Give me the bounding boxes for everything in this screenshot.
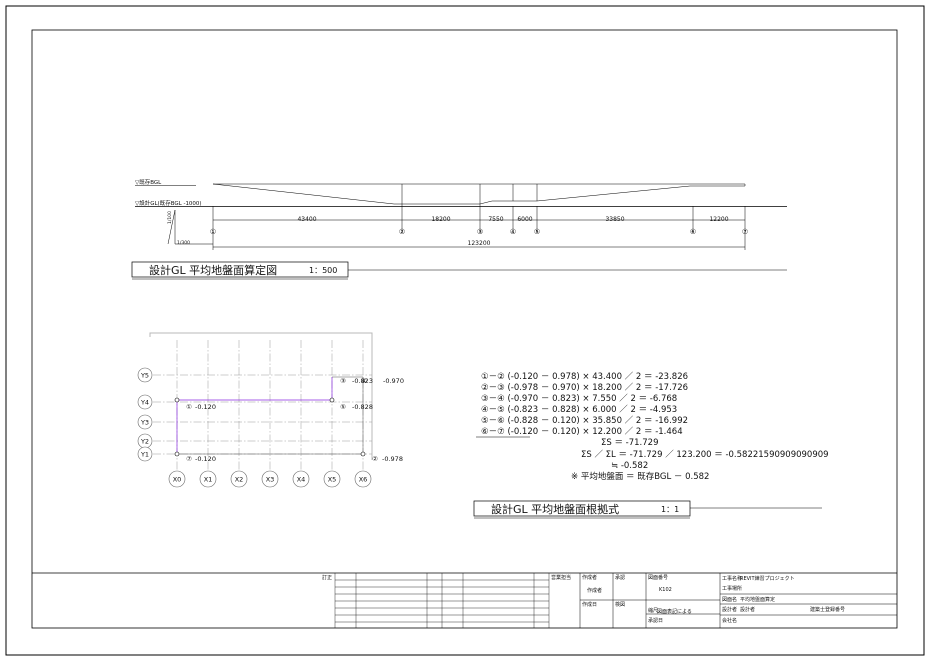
dim-6: 12200	[709, 216, 728, 223]
business-label: 営業担当	[551, 574, 571, 581]
formula-line-4: ④－⑤ (-0.823 － 0.828) × 6.000 ／ 2 ＝ -4.95…	[481, 405, 677, 415]
dim-4: 6000	[517, 216, 532, 223]
plan-point-5: ⑤	[340, 403, 346, 411]
col-x1: X1	[204, 476, 213, 484]
drawing-no-header: 図面番号	[648, 574, 668, 581]
dim-5: 33850	[605, 216, 624, 223]
section-point-5: ⑤	[534, 228, 540, 236]
title1-name: 設計GL 平均地盤面算定図	[149, 263, 277, 277]
dim-total: 123200	[468, 240, 491, 247]
level-p3: -0.823	[352, 377, 373, 385]
dim-2: 18200	[431, 216, 450, 223]
row-y1: Y1	[140, 451, 149, 459]
level-p1: -0.120	[195, 403, 216, 411]
section-point-1: ①	[210, 228, 216, 236]
formula-line-1: ①－② (-0.120 － 0.978) × 43.400 ／ 2 ＝ -23.…	[481, 372, 688, 382]
col-x4: X4	[297, 476, 306, 484]
col-x2: X2	[235, 476, 244, 484]
plan-point-2: ②	[372, 455, 378, 463]
drawing-name-value: 平均地盤面算定	[740, 596, 775, 603]
approval-label: 承認	[615, 574, 625, 581]
designer-value: 設計者	[740, 606, 755, 613]
level-p5: -0.828	[352, 403, 373, 411]
company-label: 会社名	[722, 617, 737, 624]
existing-bgl-label: ▽既存BGL	[135, 178, 162, 186]
project-value: REVIT練習プロジェクト	[740, 575, 795, 582]
plan-point-4: ④	[361, 377, 367, 385]
date-header: 作成日	[582, 601, 597, 608]
scale-value: 図面表記による	[657, 608, 692, 615]
drawing-name-header: 図面名	[722, 596, 737, 603]
row-y4: Y4	[140, 399, 149, 407]
plan-point-3: ③	[340, 377, 346, 385]
inner-border	[31, 29, 898, 629]
title-section-diagram: 設計GL 平均地盤面算定図 1：500	[131, 261, 787, 280]
title-formula: 設計GL 平均地盤面根拠式 1：1	[473, 500, 822, 519]
creator-header: 作成者	[582, 574, 597, 581]
row-y2: Y2	[140, 438, 149, 446]
approve-date-label: 承認日	[648, 617, 663, 624]
formula-line-6: ⑥－⑦ (-0.120 － 0.120) × 12.200 ／ 2 ＝ -1.4…	[481, 427, 683, 437]
level-p7: -0.120	[195, 455, 216, 463]
ratio-line: ΣS ／ ΣL ＝ -71.729 ／ 123.200 ＝ -0.5822159…	[581, 450, 829, 460]
level-p4: -0.970	[383, 377, 404, 385]
formula-line-2: ②－③ (-0.978 － 0.970) × 18.200 ／ 2 ＝ -17.…	[481, 383, 688, 393]
ground-section: ▽既存BGL ▽設計GL(既存BGL -1000) 1/100 1/300	[135, 178, 787, 250]
slope-h-label: 1/300	[177, 240, 190, 246]
project-header: 工事名称	[722, 575, 742, 582]
section-point-2: ②	[399, 228, 405, 236]
section-point-4: ④	[510, 228, 516, 236]
outer-border	[5, 5, 925, 656]
col-x6: X6	[359, 476, 368, 484]
slope-v-label: 1/100	[167, 211, 173, 224]
section-point-7: ⑦	[742, 228, 748, 236]
title-block: 訂正 営業担当 作成者 作成者 承認 図面番号 K102 作成日 検図 縮尺 図…	[32, 572, 897, 628]
title2-scale: 1：1	[661, 505, 679, 514]
registration-label: 建築士登録番号	[810, 606, 845, 613]
scale-header: 縮尺	[648, 607, 658, 614]
row-y5: Y5	[140, 372, 149, 380]
formula-block: ①－② (-0.120 － 0.978) × 43.400 ／ 2 ＝ -23.…	[476, 372, 829, 482]
plan-point-1: ①	[186, 403, 192, 411]
dim-1: 43400	[297, 216, 316, 223]
formula-line-5: ⑤－⑥ (-0.828 － 0.120) × 35.850 ／ 2 ＝ -16.…	[481, 416, 688, 426]
plan-diagram: Y5 Y4 Y3 Y2 Y1 X0 X1 X2 X3 X4 X5 X6	[137, 332, 404, 488]
title2-name: 設計GL 平均地盤面根拠式	[491, 502, 619, 516]
drawing-no-value: K102	[659, 587, 672, 593]
dim-3: 7550	[488, 216, 503, 223]
design-gl-label: ▽設計GL(既存BGL -1000)	[135, 199, 202, 207]
section-point-3: ③	[477, 228, 483, 236]
level-p2: -0.978	[382, 455, 403, 463]
plan-point-7: ⑦	[186, 455, 192, 463]
ground-profile	[212, 183, 745, 205]
section-point-6: ⑥	[690, 228, 696, 236]
check-label: 検図	[615, 601, 625, 608]
designer-header: 設計者	[722, 606, 737, 613]
sum-s: ΣS ＝ -71.729	[601, 438, 658, 448]
location-label: 工事場所	[722, 585, 742, 592]
revision-label: 訂正	[322, 574, 332, 581]
approx-line: ≒ -0.582	[611, 461, 648, 471]
result-line: ※ 平均地盤面 ＝ 既存BGL － 0.582	[571, 471, 709, 482]
formula-line-3: ③－④ (-0.970 － 0.823) × 7.550 ／ 2 ＝ -6.76…	[481, 394, 677, 404]
title1-scale: 1：500	[309, 266, 337, 275]
row-y3: Y3	[140, 419, 149, 427]
col-x0: X0	[173, 476, 182, 484]
col-x5: X5	[328, 476, 337, 484]
col-x3: X3	[266, 476, 275, 484]
creator-value: 作成者	[587, 587, 602, 594]
